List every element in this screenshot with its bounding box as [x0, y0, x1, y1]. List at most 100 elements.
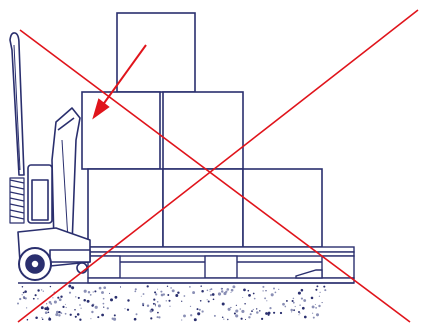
gravel-speck — [295, 306, 296, 307]
gravel-speck — [293, 302, 295, 304]
gravel-speck — [226, 288, 229, 291]
gravel-speck — [248, 294, 251, 297]
gravel-speck — [223, 292, 226, 295]
gravel-speck — [259, 310, 260, 311]
gravel-speck — [158, 304, 161, 307]
gravel-speck — [251, 310, 253, 312]
gravel-speck — [298, 314, 299, 315]
gravel-speck — [315, 289, 317, 291]
gravel-speck — [120, 286, 121, 287]
gravel-speck — [24, 290, 27, 293]
gravel-speck — [273, 312, 275, 314]
gravel-speck — [170, 287, 172, 289]
gravel-speck — [107, 307, 109, 309]
gravel-speck — [88, 291, 90, 293]
gravel-speck — [228, 308, 231, 311]
gravel-speck — [210, 289, 211, 290]
gravel-speck — [303, 299, 306, 302]
gravel-speck — [322, 302, 323, 303]
box-stack — [82, 13, 322, 247]
gravel-speck — [234, 312, 236, 314]
gravel-speck — [33, 298, 35, 300]
gravel-speck — [271, 293, 274, 296]
truck-mast — [52, 108, 80, 245]
gravel-speck — [313, 317, 315, 319]
gravel-speck — [65, 304, 66, 305]
chassis-link — [50, 250, 90, 262]
gravel-speck — [253, 309, 254, 310]
gravel-speck — [230, 292, 231, 293]
gravel-speck — [166, 300, 167, 301]
gravel-speck — [210, 294, 212, 296]
gravel-speck — [177, 291, 179, 293]
gravel-speck — [236, 305, 237, 306]
gravel-speck — [194, 318, 197, 321]
gravel-speck — [19, 298, 21, 300]
gravel-speck — [318, 305, 320, 307]
pallet-block-left — [88, 256, 120, 278]
gravel-speck — [158, 316, 160, 318]
gravel-speck — [157, 301, 159, 303]
gravel-speck — [304, 316, 307, 319]
gravel-speck — [101, 314, 104, 317]
gravel-speck — [256, 308, 257, 309]
gravel-speck — [147, 305, 149, 307]
gravel-speck — [135, 288, 137, 290]
box-bottom-center — [163, 169, 243, 247]
gravel-speck — [94, 290, 96, 292]
gravel-speck — [265, 290, 266, 291]
gravel-speck — [242, 297, 243, 298]
gravel-speck — [278, 289, 279, 290]
gravel-speck — [291, 311, 292, 312]
gravel-speck — [114, 296, 117, 299]
gravel-speck — [22, 286, 24, 288]
gravel-speck — [316, 313, 319, 316]
gravel-speck — [280, 312, 282, 314]
fork-tip — [296, 270, 322, 278]
gravel-speck — [45, 311, 48, 314]
gravel-speck — [240, 308, 242, 310]
gravel-speck — [110, 298, 113, 301]
gravel-speck — [299, 304, 301, 306]
gravel-speck — [91, 304, 93, 306]
gravel-speck — [301, 289, 304, 292]
pump-spring — [10, 178, 24, 223]
gravel-speck — [267, 313, 269, 315]
gravel-speck — [58, 314, 60, 316]
box-bottom-right — [243, 169, 322, 247]
gravel-speck — [57, 297, 59, 299]
gravel-speck — [201, 310, 203, 312]
gravel-speck — [25, 297, 27, 299]
gravel-speck — [37, 298, 39, 300]
gravel-speck — [311, 297, 314, 300]
gravel-speck — [60, 312, 62, 314]
gravel-speck — [87, 300, 90, 303]
gravel-speck — [262, 290, 263, 291]
gravel-speck — [189, 286, 191, 288]
box-middle-right — [163, 92, 243, 169]
gravel-speck — [230, 307, 231, 308]
gravel-speck — [319, 292, 320, 293]
gravel-speck — [293, 298, 295, 300]
gravel-speck — [26, 307, 27, 308]
gravel-speck — [17, 303, 19, 305]
pallet — [88, 247, 354, 283]
gravel-speck — [301, 298, 303, 300]
gravel-speck — [52, 297, 53, 298]
gravel-speck — [200, 300, 202, 302]
gravel-speck — [153, 303, 155, 305]
gravel-speck — [68, 285, 71, 288]
gravel-speck — [241, 310, 244, 313]
gravel-speck — [298, 292, 301, 295]
gravel-speck — [103, 298, 105, 300]
gravel-speck — [127, 299, 129, 301]
gravel-speck — [241, 318, 243, 320]
gravel-speck — [95, 306, 98, 309]
gravel-speck — [190, 306, 191, 307]
gravel-speck — [79, 304, 81, 306]
pump-cylinder — [32, 180, 48, 220]
gravel-speck — [65, 313, 67, 315]
gravel-speck — [290, 309, 293, 312]
gravel-speck — [113, 318, 116, 321]
gravel-speck — [114, 314, 116, 316]
